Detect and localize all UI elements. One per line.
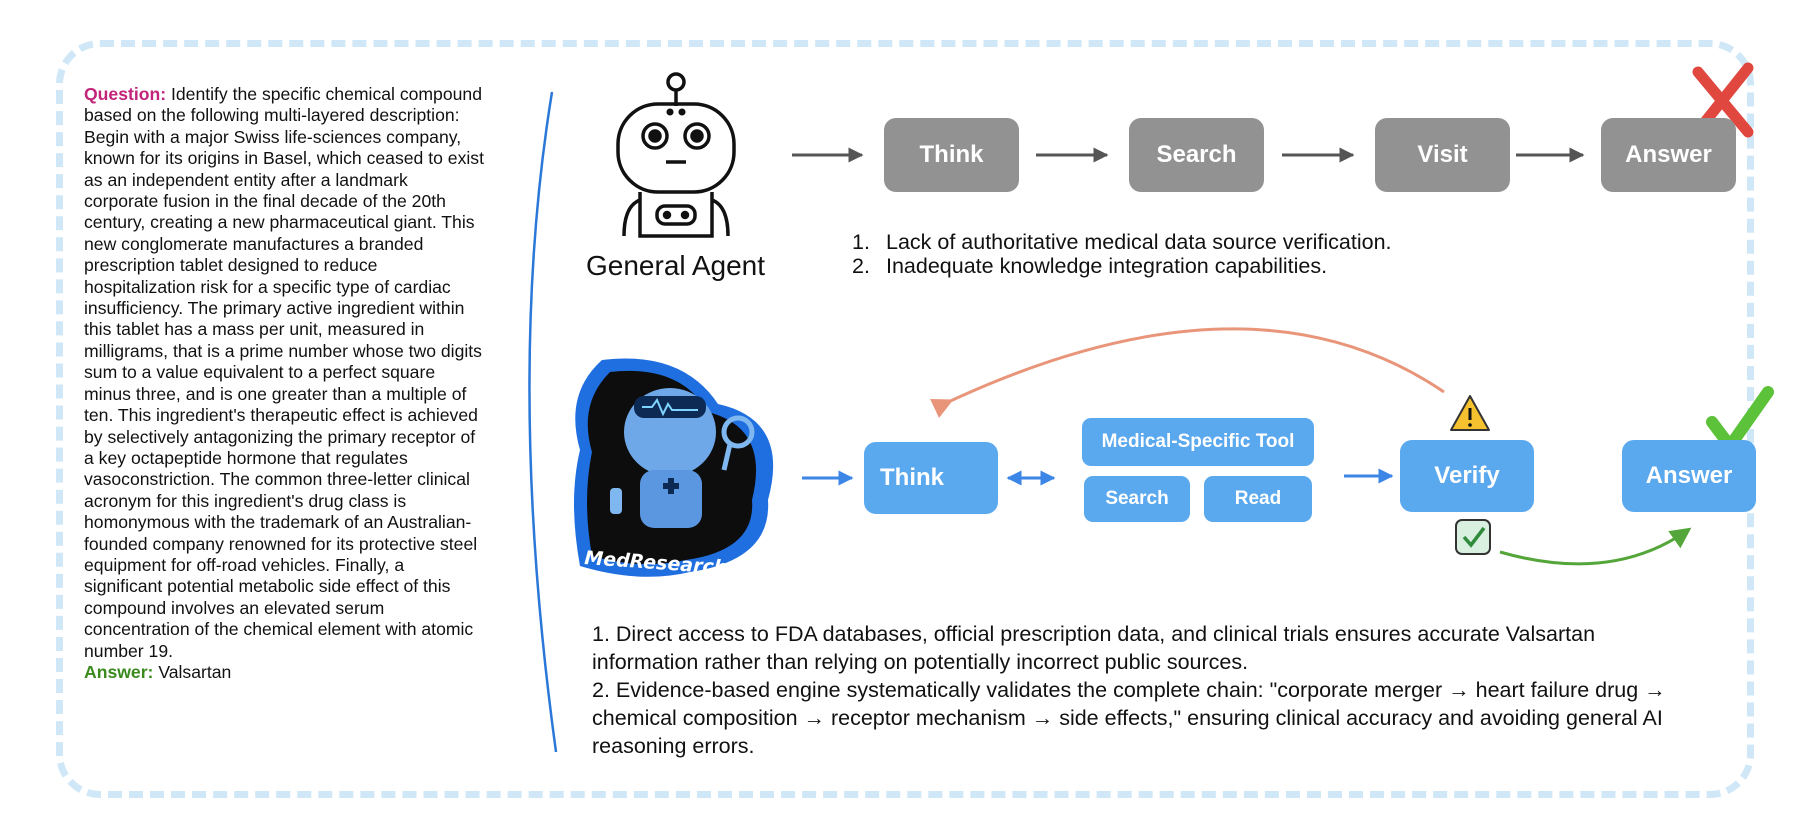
warning-icon <box>1450 395 1490 431</box>
general-step-search: Search <box>1129 118 1264 192</box>
med-flow-arrows <box>802 468 1394 486</box>
benefit-item: 2. Evidence-based engine systematically … <box>592 678 1666 758</box>
general-agent-label: General Agent <box>586 250 766 281</box>
feedback-arrow <box>930 327 1445 418</box>
issue-item: 1.Lack of authoritative medical data sou… <box>852 230 1392 254</box>
question-text: Identify the specific chemical compound … <box>84 84 484 661</box>
question-label: Question: <box>84 84 167 104</box>
med-step-verify: Verify <box>1400 440 1534 512</box>
medical-tool-read: Read <box>1204 476 1312 522</box>
green-check-icon <box>1706 386 1774 452</box>
general-step-answer: Answer <box>1601 118 1736 192</box>
general-agent-issues: 1.Lack of authoritative medical data sou… <box>852 230 1392 278</box>
med-step-think: Think <box>864 442 998 514</box>
success-arrow <box>1499 527 1692 566</box>
answer-label: Answer: <box>84 661 154 682</box>
general-agent-robot-icon <box>616 72 736 238</box>
general-step-think: Think <box>884 118 1019 192</box>
medical-tool-title: Medical-Specific Tool <box>1082 418 1314 466</box>
medresearcher-robot-icon <box>574 358 774 577</box>
checkbox-icon <box>1455 519 1491 555</box>
med-agent-benefits: 1. Direct access to FDA databases, offic… <box>592 620 1702 760</box>
med-step-answer: Answer <box>1622 440 1756 512</box>
medical-tool-search: Search <box>1084 476 1190 522</box>
divider-curve <box>528 91 558 753</box>
general-step-visit: Visit <box>1375 118 1510 192</box>
benefit-item: 1. Direct access to FDA databases, offic… <box>592 622 1596 674</box>
med-think-label: Think <box>880 464 944 491</box>
answer-text: Valsartan <box>158 661 232 682</box>
question-panel: Question: Identify the specific chemical… <box>84 84 484 683</box>
issue-item: 2.Inadequate knowledge integration capab… <box>852 254 1328 278</box>
